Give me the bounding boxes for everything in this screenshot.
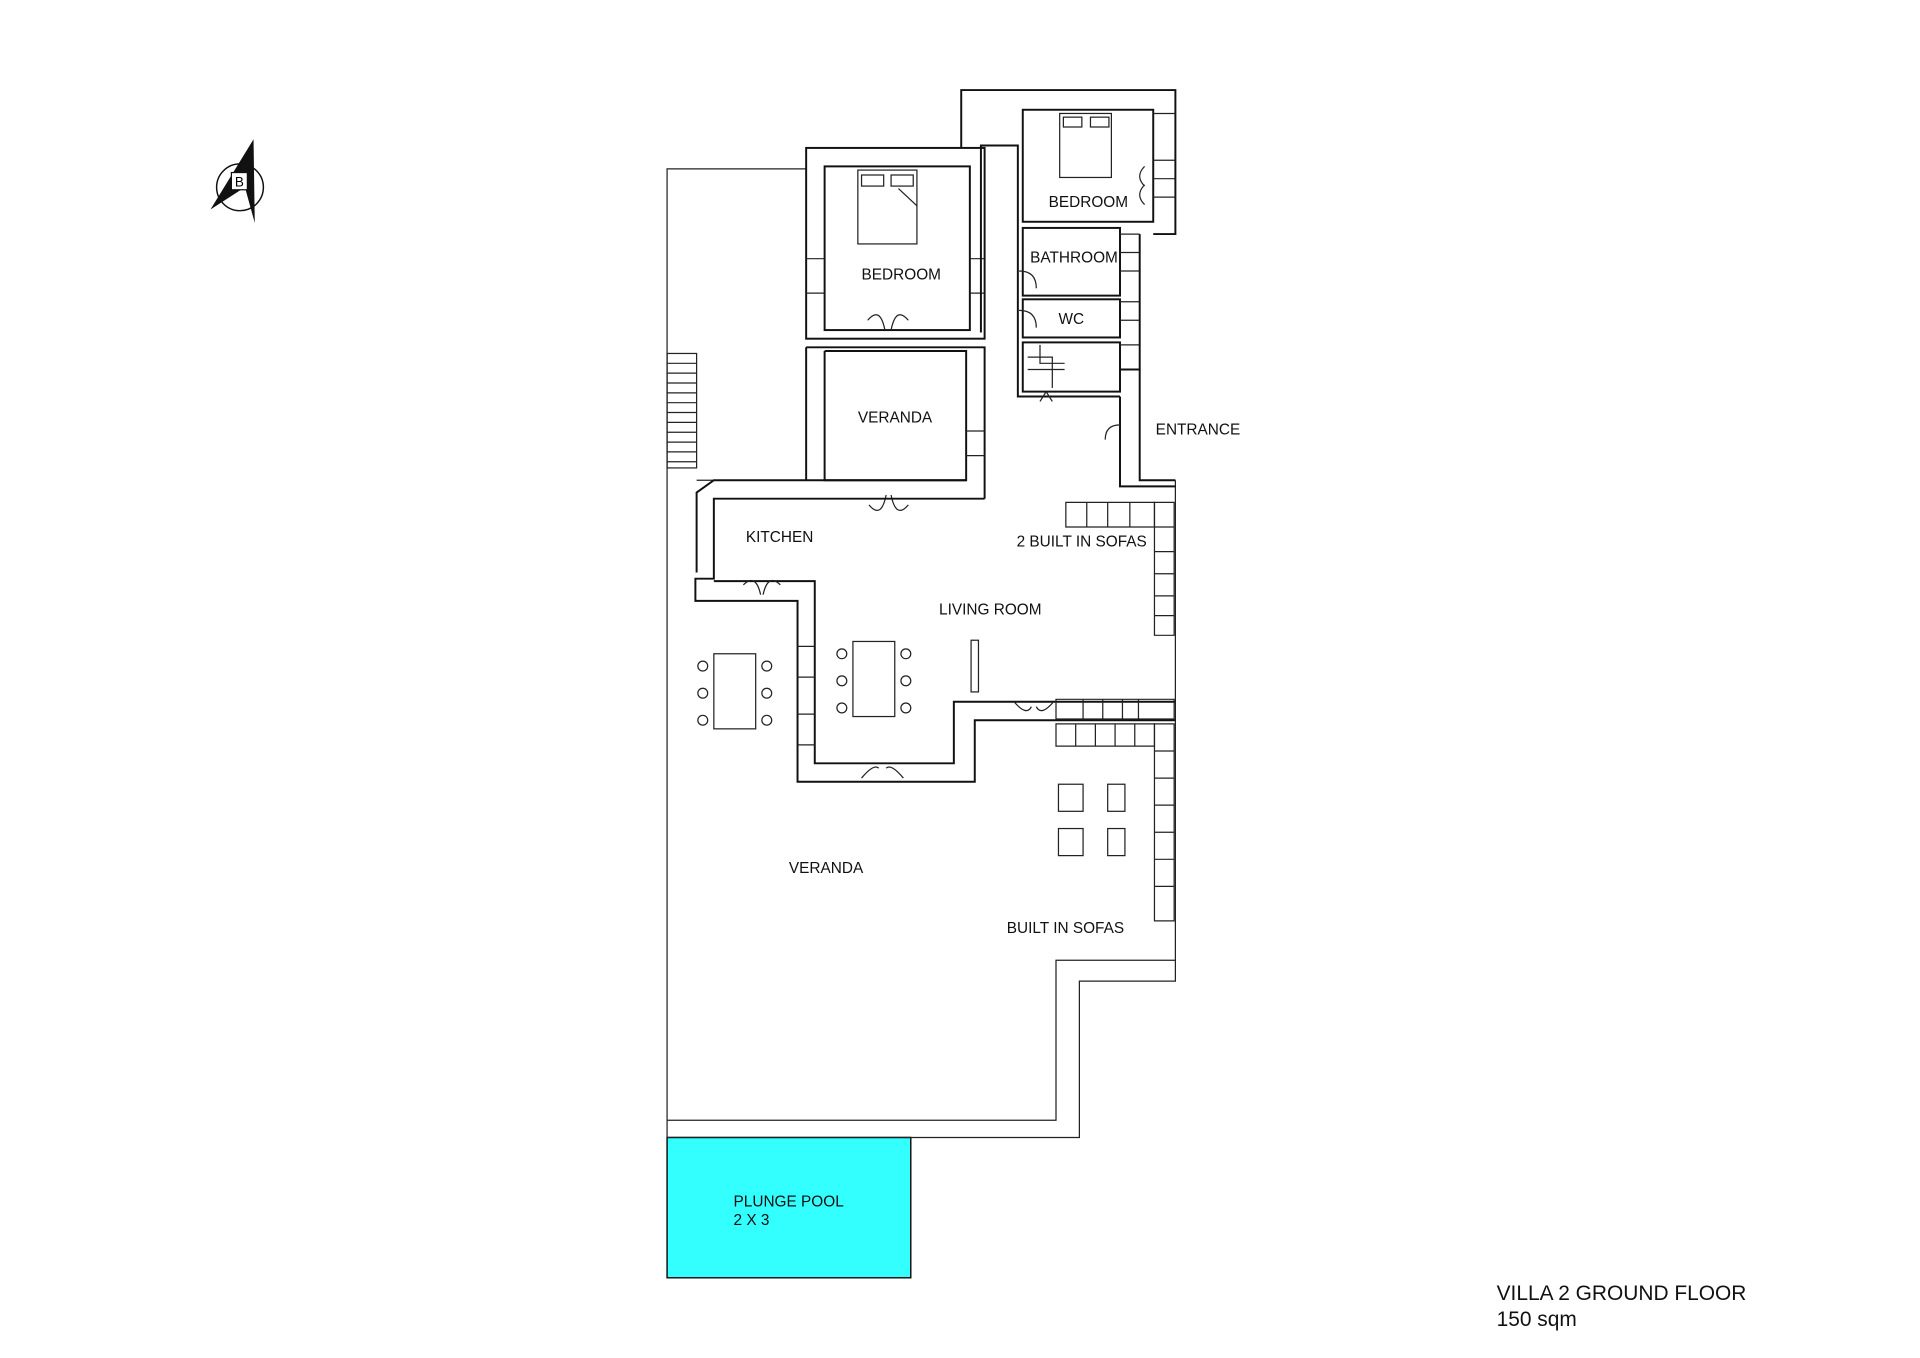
label-pool-size: 2 X 3 <box>734 1212 770 1229</box>
dining-table-inside <box>836 640 912 718</box>
label-plunge-pool: PLUNGE POOL <box>734 1193 845 1210</box>
built-in-sofas-outside <box>1055 723 1175 922</box>
bedroom-1 <box>805 146 986 340</box>
built-in-sofas-inside <box>1055 501 1175 720</box>
label-wc: WC <box>1058 311 1084 328</box>
label-bedroom-1: BEDROOM <box>862 267 941 284</box>
veranda-upper <box>805 346 986 511</box>
plunge-pool <box>666 1136 912 1279</box>
plan-area: 150 sqm <box>1497 1308 1577 1331</box>
label-built-in-sofas: BUILT IN SOFAS <box>1007 920 1124 937</box>
outdoor-stairs <box>666 352 698 469</box>
living-kitchen <box>694 479 1176 783</box>
label-bedroom-2: BEDROOM <box>1049 194 1128 211</box>
label-bathroom: BATHROOM <box>1030 249 1118 266</box>
label-2-built-in-sofas: 2 BUILT IN SOFAS <box>1017 534 1147 551</box>
label-kitchen: KITCHEN <box>746 529 813 546</box>
plan-title: VILLA 2 GROUND FLOOR <box>1497 1282 1747 1305</box>
label-living-room: LIVING ROOM <box>939 601 1042 618</box>
right-wing <box>960 89 1177 488</box>
label-veranda-main: VERANDA <box>789 860 864 877</box>
label-veranda-upper: VERANDA <box>858 409 933 426</box>
north-arrow-icon: B <box>210 139 265 223</box>
veranda-boundary <box>666 168 1176 1139</box>
label-entrance: ENTRANCE <box>1156 422 1241 439</box>
dining-table-outside <box>697 653 773 730</box>
svg-text:B: B <box>235 175 244 190</box>
